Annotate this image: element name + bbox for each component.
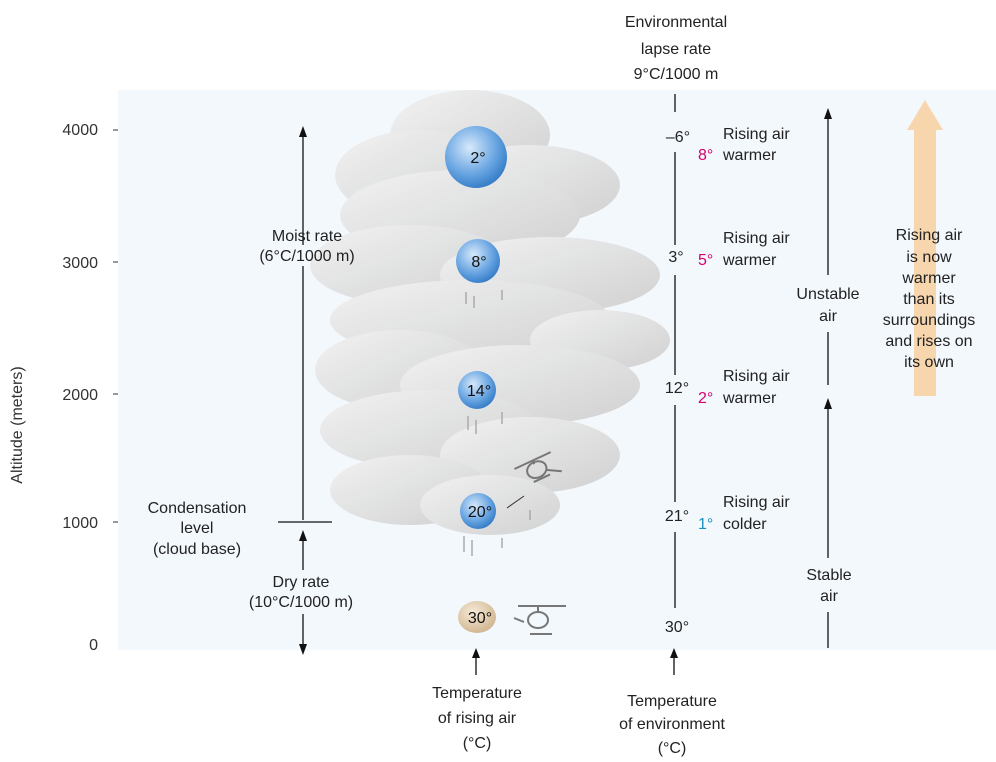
svg-text:(cloud base): (cloud base) xyxy=(153,541,241,558)
svg-text:(6°C/1000 m): (6°C/1000 m) xyxy=(259,248,354,265)
svg-text:is now: is now xyxy=(906,249,952,266)
y-tick-4000: 4000 xyxy=(62,122,98,139)
svg-text:Environmental: Environmental xyxy=(625,14,727,31)
svg-text:(°C): (°C) xyxy=(658,740,687,757)
rising-air-arrow xyxy=(907,100,943,396)
difference-2000: 2° Rising air warmer xyxy=(698,368,790,407)
difference-3000: 5° Rising air warmer xyxy=(698,230,790,269)
svg-text:warmer: warmer xyxy=(722,252,777,269)
svg-text:Temperature: Temperature xyxy=(432,685,522,702)
svg-text:1°: 1° xyxy=(698,516,713,533)
parcel-0: 30° xyxy=(458,601,496,633)
svg-text:Rising air: Rising air xyxy=(723,230,790,247)
y-tick-2000: 2000 xyxy=(62,387,98,404)
helicopter-pointer xyxy=(506,495,525,509)
svg-text:level: level xyxy=(181,520,214,537)
svg-text:Dry rate: Dry rate xyxy=(273,574,330,591)
svg-text:than its: than its xyxy=(903,291,955,308)
svg-text:of environment: of environment xyxy=(619,716,725,733)
svg-text:Rising air: Rising air xyxy=(723,494,790,511)
moist-rate-label: Moist rate (6°C/1000 m) xyxy=(259,228,354,265)
dry-rate-arrow xyxy=(299,530,307,655)
svg-text:9°C/1000 m: 9°C/1000 m xyxy=(634,66,719,83)
svg-text:warmer: warmer xyxy=(901,270,956,287)
rain-streaks xyxy=(463,290,531,556)
svg-text:surroundings: surroundings xyxy=(883,312,976,329)
svg-text:Rising air: Rising air xyxy=(723,368,790,385)
svg-text:and rises on: and rises on xyxy=(885,333,972,350)
y-tick-0: 0 xyxy=(89,637,98,654)
moist-rate-arrow xyxy=(299,126,307,520)
dry-rate-label: Dry rate (10°C/1000 m) xyxy=(249,574,353,611)
svg-text:warmer: warmer xyxy=(722,147,777,164)
environment-temperature-label: Temperature of environment (°C) xyxy=(619,693,725,757)
unstable-arrow xyxy=(824,108,832,385)
parcel-4000: 2° xyxy=(445,126,507,188)
svg-text:Temperature: Temperature xyxy=(627,693,717,710)
parcel-1000: 20° xyxy=(460,493,496,529)
env-temp-2000: 12° xyxy=(665,380,689,397)
cloud xyxy=(310,90,670,535)
svg-text:Moist rate: Moist rate xyxy=(272,228,342,245)
y-tick-1000: 1000 xyxy=(62,515,98,532)
stable-label: Stable air xyxy=(806,567,851,605)
svg-text:14°: 14° xyxy=(467,383,491,400)
svg-text:30°: 30° xyxy=(468,610,492,627)
svg-text:2°: 2° xyxy=(698,390,713,407)
svg-text:of rising air: of rising air xyxy=(438,710,517,727)
rising-air-temperature-label: Temperature of rising air (°C) xyxy=(432,685,522,752)
svg-text:air: air xyxy=(819,308,837,325)
environment-temps: –6° 3° 12° 21° 30° xyxy=(665,129,690,636)
helicopter-icon xyxy=(514,451,562,483)
svg-text:20°: 20° xyxy=(468,504,492,521)
svg-text:(10°C/1000 m): (10°C/1000 m) xyxy=(249,594,353,611)
svg-text:air: air xyxy=(820,588,838,605)
svg-text:lapse rate: lapse rate xyxy=(641,41,711,58)
stable-arrow xyxy=(824,398,832,648)
svg-text:Rising air: Rising air xyxy=(896,227,963,244)
env-temp-4000: –6° xyxy=(666,129,690,146)
helicopter-icon xyxy=(513,605,566,635)
env-temp-3000: 3° xyxy=(668,249,683,266)
parcel-2000: 14° xyxy=(458,371,496,409)
svg-text:Rising air: Rising air xyxy=(723,126,790,143)
difference-1000: 1° Rising air colder xyxy=(698,494,790,533)
parcel-3000: 8° xyxy=(456,239,500,283)
env-temp-1000: 21° xyxy=(665,508,689,525)
y-axis-ticks: 4000 3000 2000 1000 0 xyxy=(62,122,118,654)
svg-text:its own: its own xyxy=(904,354,954,371)
svg-text:(°C): (°C) xyxy=(463,735,492,752)
environment-title: Environmental lapse rate 9°C/1000 m xyxy=(625,14,727,83)
rising-air-pointer xyxy=(472,648,480,675)
difference-4000: 8° Rising air warmer xyxy=(698,126,790,164)
svg-text:5°: 5° xyxy=(698,252,713,269)
svg-text:Unstable: Unstable xyxy=(796,286,859,303)
svg-text:colder: colder xyxy=(723,516,767,533)
unstable-label: Unstable air xyxy=(796,286,859,325)
y-tick-3000: 3000 xyxy=(62,255,98,272)
svg-text:8°: 8° xyxy=(471,254,486,271)
svg-text:Stable: Stable xyxy=(806,567,851,584)
svg-text:2°: 2° xyxy=(470,150,485,167)
svg-text:8°: 8° xyxy=(698,147,713,164)
rising-air-explanation: Rising air is now warmer than its surrou… xyxy=(883,227,976,371)
y-axis-label: Altitude (meters) xyxy=(9,366,26,483)
condensation-level-label: Condensation level (cloud base) xyxy=(148,500,247,558)
env-temp-0: 30° xyxy=(665,619,689,636)
environment-pointer xyxy=(670,648,678,675)
svg-text:warmer: warmer xyxy=(722,390,777,407)
svg-text:Condensation: Condensation xyxy=(148,500,247,517)
